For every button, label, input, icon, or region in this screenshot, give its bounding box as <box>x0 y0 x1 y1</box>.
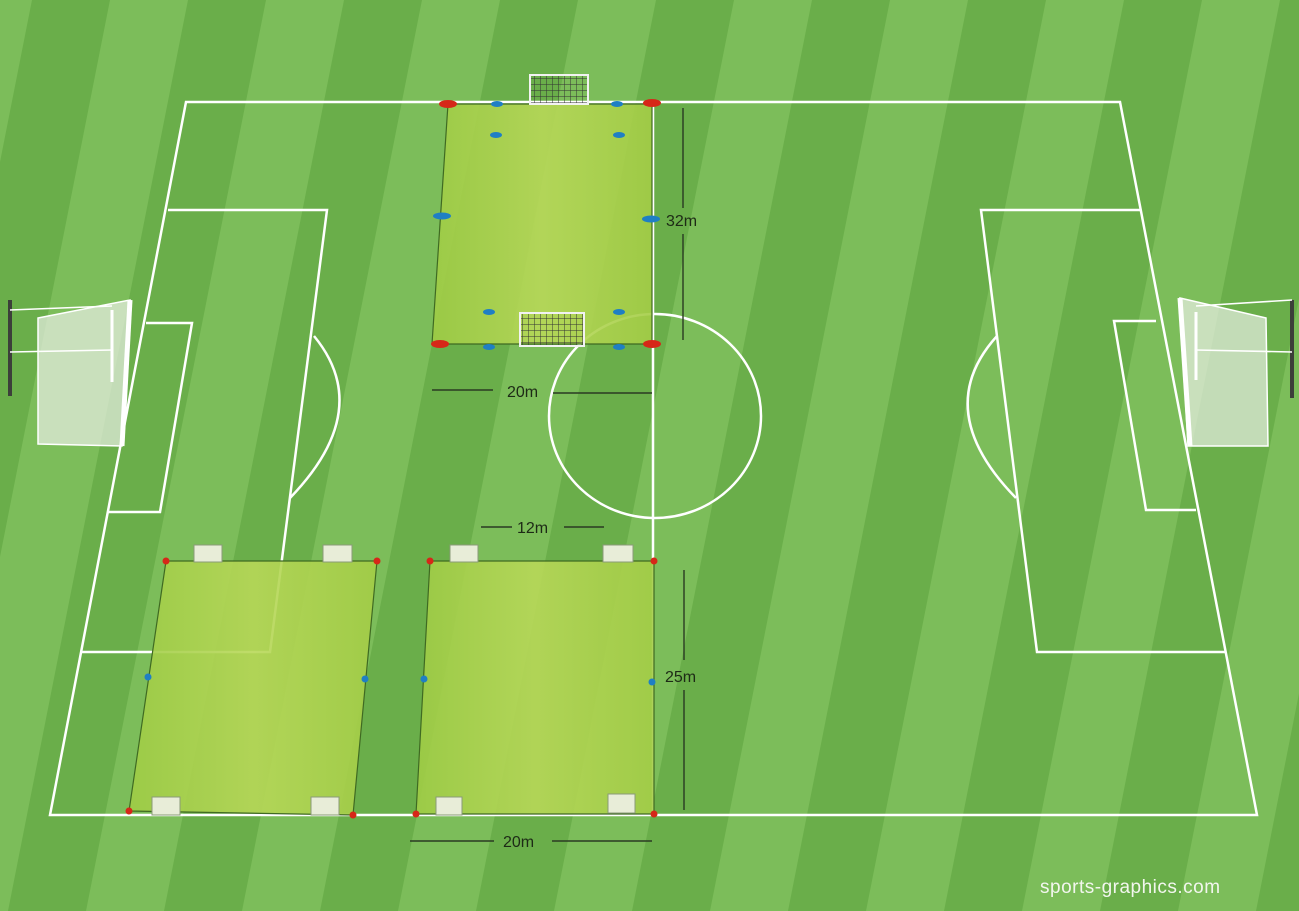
red-cone-icon <box>643 340 661 348</box>
blue-cone-icon <box>642 216 660 223</box>
red-cone-icon <box>126 808 133 815</box>
red-cone-icon <box>439 100 457 108</box>
top-length-label: 32m <box>666 213 697 230</box>
mini-goal-icon <box>311 797 339 815</box>
mini-goal-icon <box>323 545 352 562</box>
mini-goal-icon <box>194 545 222 562</box>
red-cone-icon <box>163 558 170 565</box>
blue-cone-icon <box>145 674 152 681</box>
blue-cone-icon <box>483 309 495 315</box>
red-cone-icon <box>413 811 420 818</box>
red-cone-icon <box>643 99 661 107</box>
bottom-right-training-area <box>416 545 654 815</box>
blue-cone-icon <box>433 213 451 220</box>
bottom-left-area-surface <box>129 561 377 815</box>
blue-cone-icon <box>421 676 428 683</box>
mini-goal-icon <box>152 797 180 815</box>
bottom-left-training-area <box>129 545 377 815</box>
red-cone-icon <box>374 558 381 565</box>
watermark: sports-graphics.com <box>1040 877 1221 898</box>
small-goal-icon <box>530 75 588 104</box>
blue-cone-icon <box>490 132 502 138</box>
blue-cone-icon <box>613 132 625 138</box>
blue-cone-icon <box>611 101 623 107</box>
red-cone-icon <box>651 811 658 818</box>
top-width-label: 20m <box>507 384 538 401</box>
red-cone-icon <box>651 558 658 565</box>
blue-cone-icon <box>362 676 369 683</box>
red-cone-icon <box>350 812 357 819</box>
blue-cone-icon <box>483 344 495 350</box>
bottom-width-label: 20m <box>503 834 534 851</box>
top-area-surface <box>432 104 652 344</box>
red-cone-icon <box>427 558 434 565</box>
blue-cone-icon <box>491 101 503 107</box>
blue-cone-icon <box>649 679 656 686</box>
bottom-length-label: 25m <box>665 669 696 686</box>
bottom-right-area-surface <box>416 561 654 814</box>
blue-cone-icon <box>613 344 625 350</box>
red-cone-icon <box>431 340 449 348</box>
small-goal-icon <box>520 313 584 346</box>
mini-goal-icon <box>608 794 635 813</box>
gap-label: 12m <box>517 520 548 537</box>
mini-goal-icon <box>603 545 633 562</box>
top-training-area <box>432 75 652 346</box>
mini-goal-icon <box>450 545 478 562</box>
mini-goal-icon <box>436 797 462 815</box>
blue-cone-icon <box>613 309 625 315</box>
